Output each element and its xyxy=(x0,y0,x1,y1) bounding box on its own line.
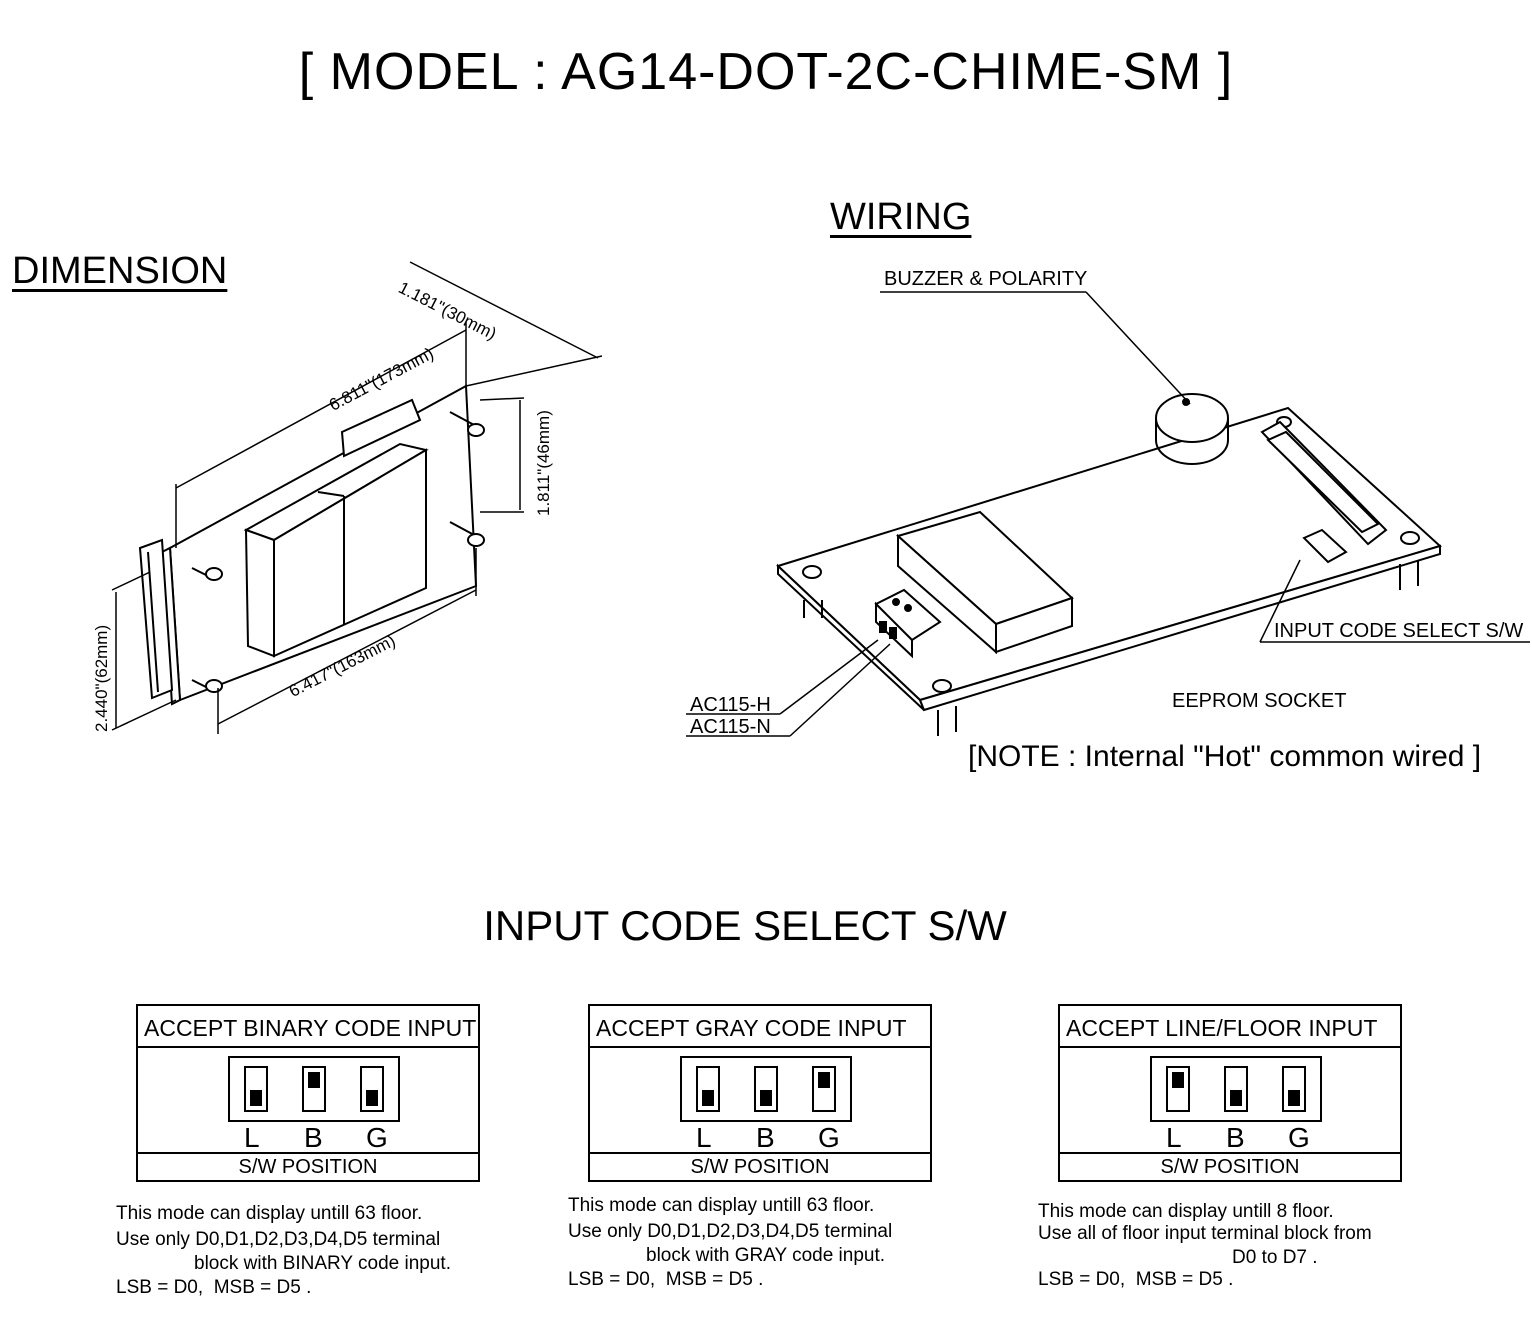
buzzer-label: BUZZER & POLARITY xyxy=(884,268,1088,290)
panel-title: ACCEPT GRAY CODE INPUT xyxy=(590,1006,930,1048)
dip-switch xyxy=(680,1056,852,1122)
post-pins xyxy=(191,411,485,693)
gray-desc-3: block with GRAY code input. xyxy=(646,1245,886,1266)
input-switch-label: INPUT CODE SELECT S/W xyxy=(1274,620,1524,642)
line-desc-2: Use all of floor input terminal block fr… xyxy=(1038,1223,1372,1244)
ac-h-label: AC115-H xyxy=(690,694,771,716)
switch-slot-b xyxy=(1224,1066,1248,1112)
switch-slot-l xyxy=(696,1066,720,1112)
switch-letter-g: G xyxy=(1288,1122,1310,1153)
line-desc-4: LSB = D0, MSB = D5 . xyxy=(1038,1269,1234,1290)
switch-letter-b: B xyxy=(1226,1122,1245,1153)
switch-letter-l: L xyxy=(696,1122,712,1153)
input-code-heading: INPUT CODE SELECT S/W xyxy=(483,902,1007,949)
switch-letter-g: G xyxy=(366,1122,388,1153)
switch-letter-l: L xyxy=(1166,1122,1182,1153)
binary-desc-2: Use only D0,D1,D2,D3,D4,D5 terminal xyxy=(116,1229,441,1250)
dip-switch xyxy=(228,1056,400,1122)
switch-letter-b: B xyxy=(304,1122,323,1153)
binary-code-panel: ACCEPT BINARY CODE INPUT L B G S/W POSIT… xyxy=(136,1004,480,1182)
panel-footer: S/W POSITION xyxy=(590,1152,930,1180)
switch-letter-b: B xyxy=(756,1122,775,1153)
dimension-heading: DIMENSION xyxy=(12,250,228,292)
binary-desc-1: This mode can display untill 63 floor. xyxy=(116,1203,423,1224)
line-desc-3: D0 to D7 . xyxy=(1232,1247,1318,1268)
ac-n-label: AC115-N xyxy=(690,716,771,738)
panel-footer: S/W POSITION xyxy=(138,1152,478,1180)
wiring-drawing xyxy=(686,291,1530,737)
eeprom-label: EEPROM SOCKET xyxy=(1172,690,1347,712)
model-title: [ MODEL : AG14-DOT-2C-CHIME-SM ] xyxy=(298,43,1234,101)
line-desc-1: This mode can display untill 8 floor. xyxy=(1038,1201,1334,1222)
dimension-drawing xyxy=(111,261,603,734)
panel-title: ACCEPT BINARY CODE INPUT xyxy=(138,1006,478,1048)
switch-slot-g xyxy=(360,1066,384,1112)
wiring-heading: WIRING xyxy=(830,196,972,238)
switch-slot-l xyxy=(1166,1066,1190,1112)
post-height-label: 1.811"(46mm) xyxy=(534,410,553,516)
panel-footer: S/W POSITION xyxy=(1060,1152,1400,1180)
switch-slot-g xyxy=(1282,1066,1306,1112)
wiring-note: [NOTE : Internal "Hot" common wired ] xyxy=(968,740,1482,773)
binary-desc-4: LSB = D0, MSB = D5 . xyxy=(116,1277,312,1298)
line-floor-panel: ACCEPT LINE/FLOOR INPUT L B G S/W POSITI… xyxy=(1058,1004,1402,1182)
gray-desc-2: Use only D0,D1,D2,D3,D4,D5 terminal xyxy=(568,1221,893,1242)
dip-switch xyxy=(1150,1056,1322,1122)
gray-code-panel: ACCEPT GRAY CODE INPUT L B G S/W POSITIO… xyxy=(588,1004,932,1182)
switch-slot-g xyxy=(812,1066,836,1112)
height-label: 2.440"(62mm) xyxy=(92,624,111,732)
panel-title: ACCEPT LINE/FLOOR INPUT xyxy=(1060,1006,1400,1048)
gray-desc-1: This mode can display untill 63 floor. xyxy=(568,1195,875,1216)
switch-letter-g: G xyxy=(818,1122,840,1153)
switch-letter-l: L xyxy=(244,1122,260,1153)
switch-slot-b xyxy=(754,1066,778,1112)
switch-slot-l xyxy=(244,1066,268,1112)
switch-slot-b xyxy=(302,1066,326,1112)
binary-desc-3: block with BINARY code input. xyxy=(194,1253,451,1274)
gray-desc-4: LSB = D0, MSB = D5 . xyxy=(568,1269,764,1290)
